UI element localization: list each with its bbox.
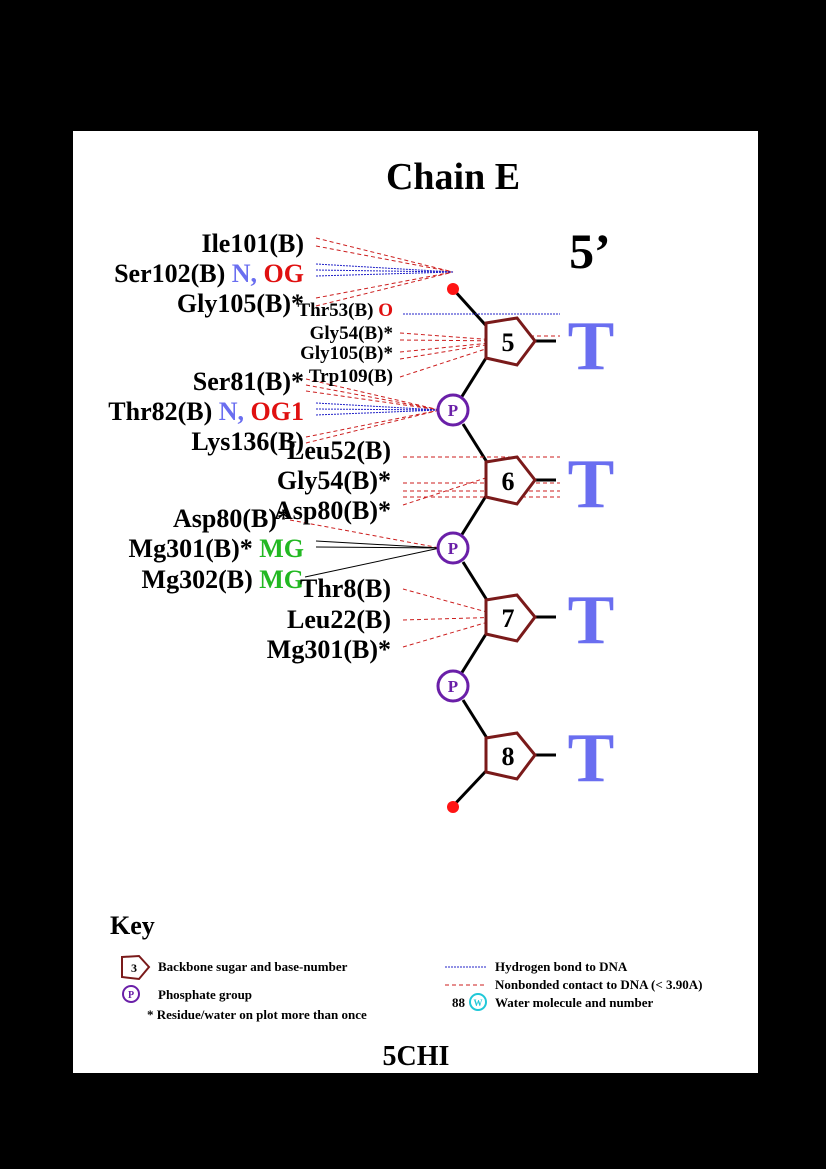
nucleotide-6: 6 T [484,446,615,523]
residue-label: Gly54(B)* [277,466,391,495]
residue-label: Asp80(B)* [274,496,391,525]
base-letter: T [568,582,615,659]
legend-sugar-number: 3 [131,961,137,975]
residue-label: Leu22(B) [287,605,391,634]
residue-label: Gly105(B)* [300,343,393,364]
residue-label: Asp80(B)* [173,504,290,533]
residue-label: Thr8(B) [300,574,391,603]
base-number: 5 [502,328,515,357]
chain-title: Chain E [386,156,520,198]
legend-repeat-label: * Residue/water on plot more than once [147,1007,367,1022]
base-number: 8 [502,742,515,771]
base-number: 6 [502,467,515,496]
residue-labels: Ile101(B) Ser102(B) N, OG Gly105(B)* Thr… [108,229,393,664]
phosphate-label: P [448,401,458,420]
legend-sugar-icon [121,954,151,981]
base-letter: T [568,308,615,385]
legend-phosphate-symbol: P [128,990,134,1001]
residue-label-mg301: Mg301(B)* MG [129,534,304,563]
sugar-pentagon [484,316,537,367]
base-letter: T [568,720,615,797]
nucleotide-5: 5 T [484,308,615,385]
residue-label: Mg301(B)* [267,635,391,664]
sugar-pentagon [484,455,537,506]
residue-label: Lys136(B) [191,427,304,456]
legend-water-symbol: W [474,998,483,1008]
legend-phosphate-label: Phosphate group [158,987,252,1002]
phosphate-1: P [436,393,470,427]
legend-nonbonded-label: Nonbonded contact to DNA (< 3.90A) [495,977,702,992]
legend: Key 3 Backbone sugar and base-number P P… [110,911,702,1022]
legend-water-icon [469,993,487,1011]
residue-label: Ile101(B) [201,229,304,258]
pdb-id: 5CHI [383,1041,450,1072]
residue-label: Ser81(B)* [193,367,304,396]
legend-phosphate-icon [122,985,140,1003]
phosphate-label: P [448,677,458,696]
base-letter: T [568,446,615,523]
legend-title: Key [110,911,155,940]
residue-label-mg302: Mg302(B) MG [142,565,304,594]
residue-label-thr82: Thr82(B) N, OG1 [108,397,304,426]
phosphate-label: P [448,539,458,558]
residue-label: Gly54(B)* [310,323,393,344]
nucleotide-7: 7 T [484,582,615,659]
phosphate-3: P [436,669,470,703]
legend-water-number: 88 [452,995,466,1010]
residue-label: Gly105(B)* [177,289,304,318]
base-number: 7 [502,604,515,633]
terminal-dot-5prime [447,283,459,295]
sugar-pentagon [484,731,537,781]
five-prime-label: 5’ [569,223,611,279]
legend-hbond-label: Hydrogen bond to DNA [495,959,628,974]
backbone [451,287,556,808]
residue-label: Leu52(B) [287,436,391,465]
residue-label-ser102: Ser102(B) N, OG [114,259,304,288]
sugar-pentagon [484,593,537,643]
contact-lines [289,237,560,648]
legend-sugar-label: Backbone sugar and base-number [158,959,348,974]
legend-water-label: Water molecule and number [495,995,654,1010]
phosphate-2: P [436,531,470,565]
residue-label: Trp109(B) [309,366,393,387]
residue-label-thr53: Thr53(B) O [297,300,393,321]
nucleotide-8: 8 T [484,720,615,797]
page-background [73,131,758,1073]
terminal-dot-3prime [447,801,459,813]
